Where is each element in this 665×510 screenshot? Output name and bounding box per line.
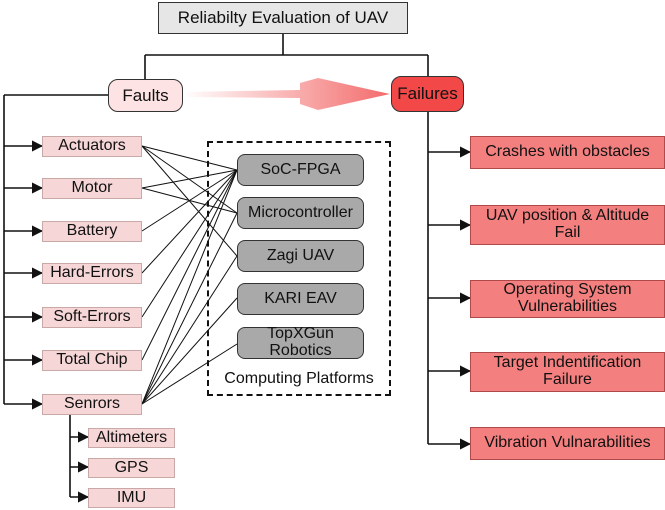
faults-to-failures-arrow: [183, 78, 390, 110]
sensor-altimeters: Altimeters: [88, 428, 175, 448]
platform-kari-eav: KARI EAV: [237, 283, 364, 315]
platform-microcontroller: Microcontroller: [237, 197, 364, 229]
platform-soc-fpga: SoC-FPGA: [237, 154, 364, 186]
fault-soft-errors: Soft-Errors: [42, 307, 142, 328]
failure-crashes: Crashes with obstacles: [470, 136, 665, 169]
diagram-title: Reliabilty Evaluation of UAV: [158, 2, 408, 34]
fault-total-chip: Total Chip: [42, 350, 142, 371]
failure-operating-system: Operating System Vulnerabilities: [470, 280, 665, 318]
sensor-gps: GPS: [88, 458, 175, 478]
fault-actuators: Actuators: [42, 136, 142, 157]
fault-hard-errors: Hard-Errors: [42, 263, 142, 284]
sensor-imu: IMU: [88, 488, 175, 508]
failure-position-altitude: UAV position & Altitude Fail: [470, 205, 665, 245]
fault-battery: Battery: [42, 221, 142, 242]
faults-node: Faults: [108, 79, 183, 112]
computing-platforms-group: [207, 141, 391, 396]
computing-platforms-label: Computing Platforms: [224, 370, 374, 387]
platform-zagi-uav: Zagi UAV: [237, 240, 364, 272]
platform-topxgun-robotics: TopXGun Robotics: [237, 325, 364, 359]
fault-sensors: Senrors: [42, 394, 142, 415]
failure-vibration: Vibration Vulnarabilities: [470, 427, 665, 460]
failure-target-identification: Target Indentification Failure: [470, 352, 665, 392]
failures-node: Failures: [391, 76, 464, 112]
fault-motor: Motor: [42, 178, 142, 199]
